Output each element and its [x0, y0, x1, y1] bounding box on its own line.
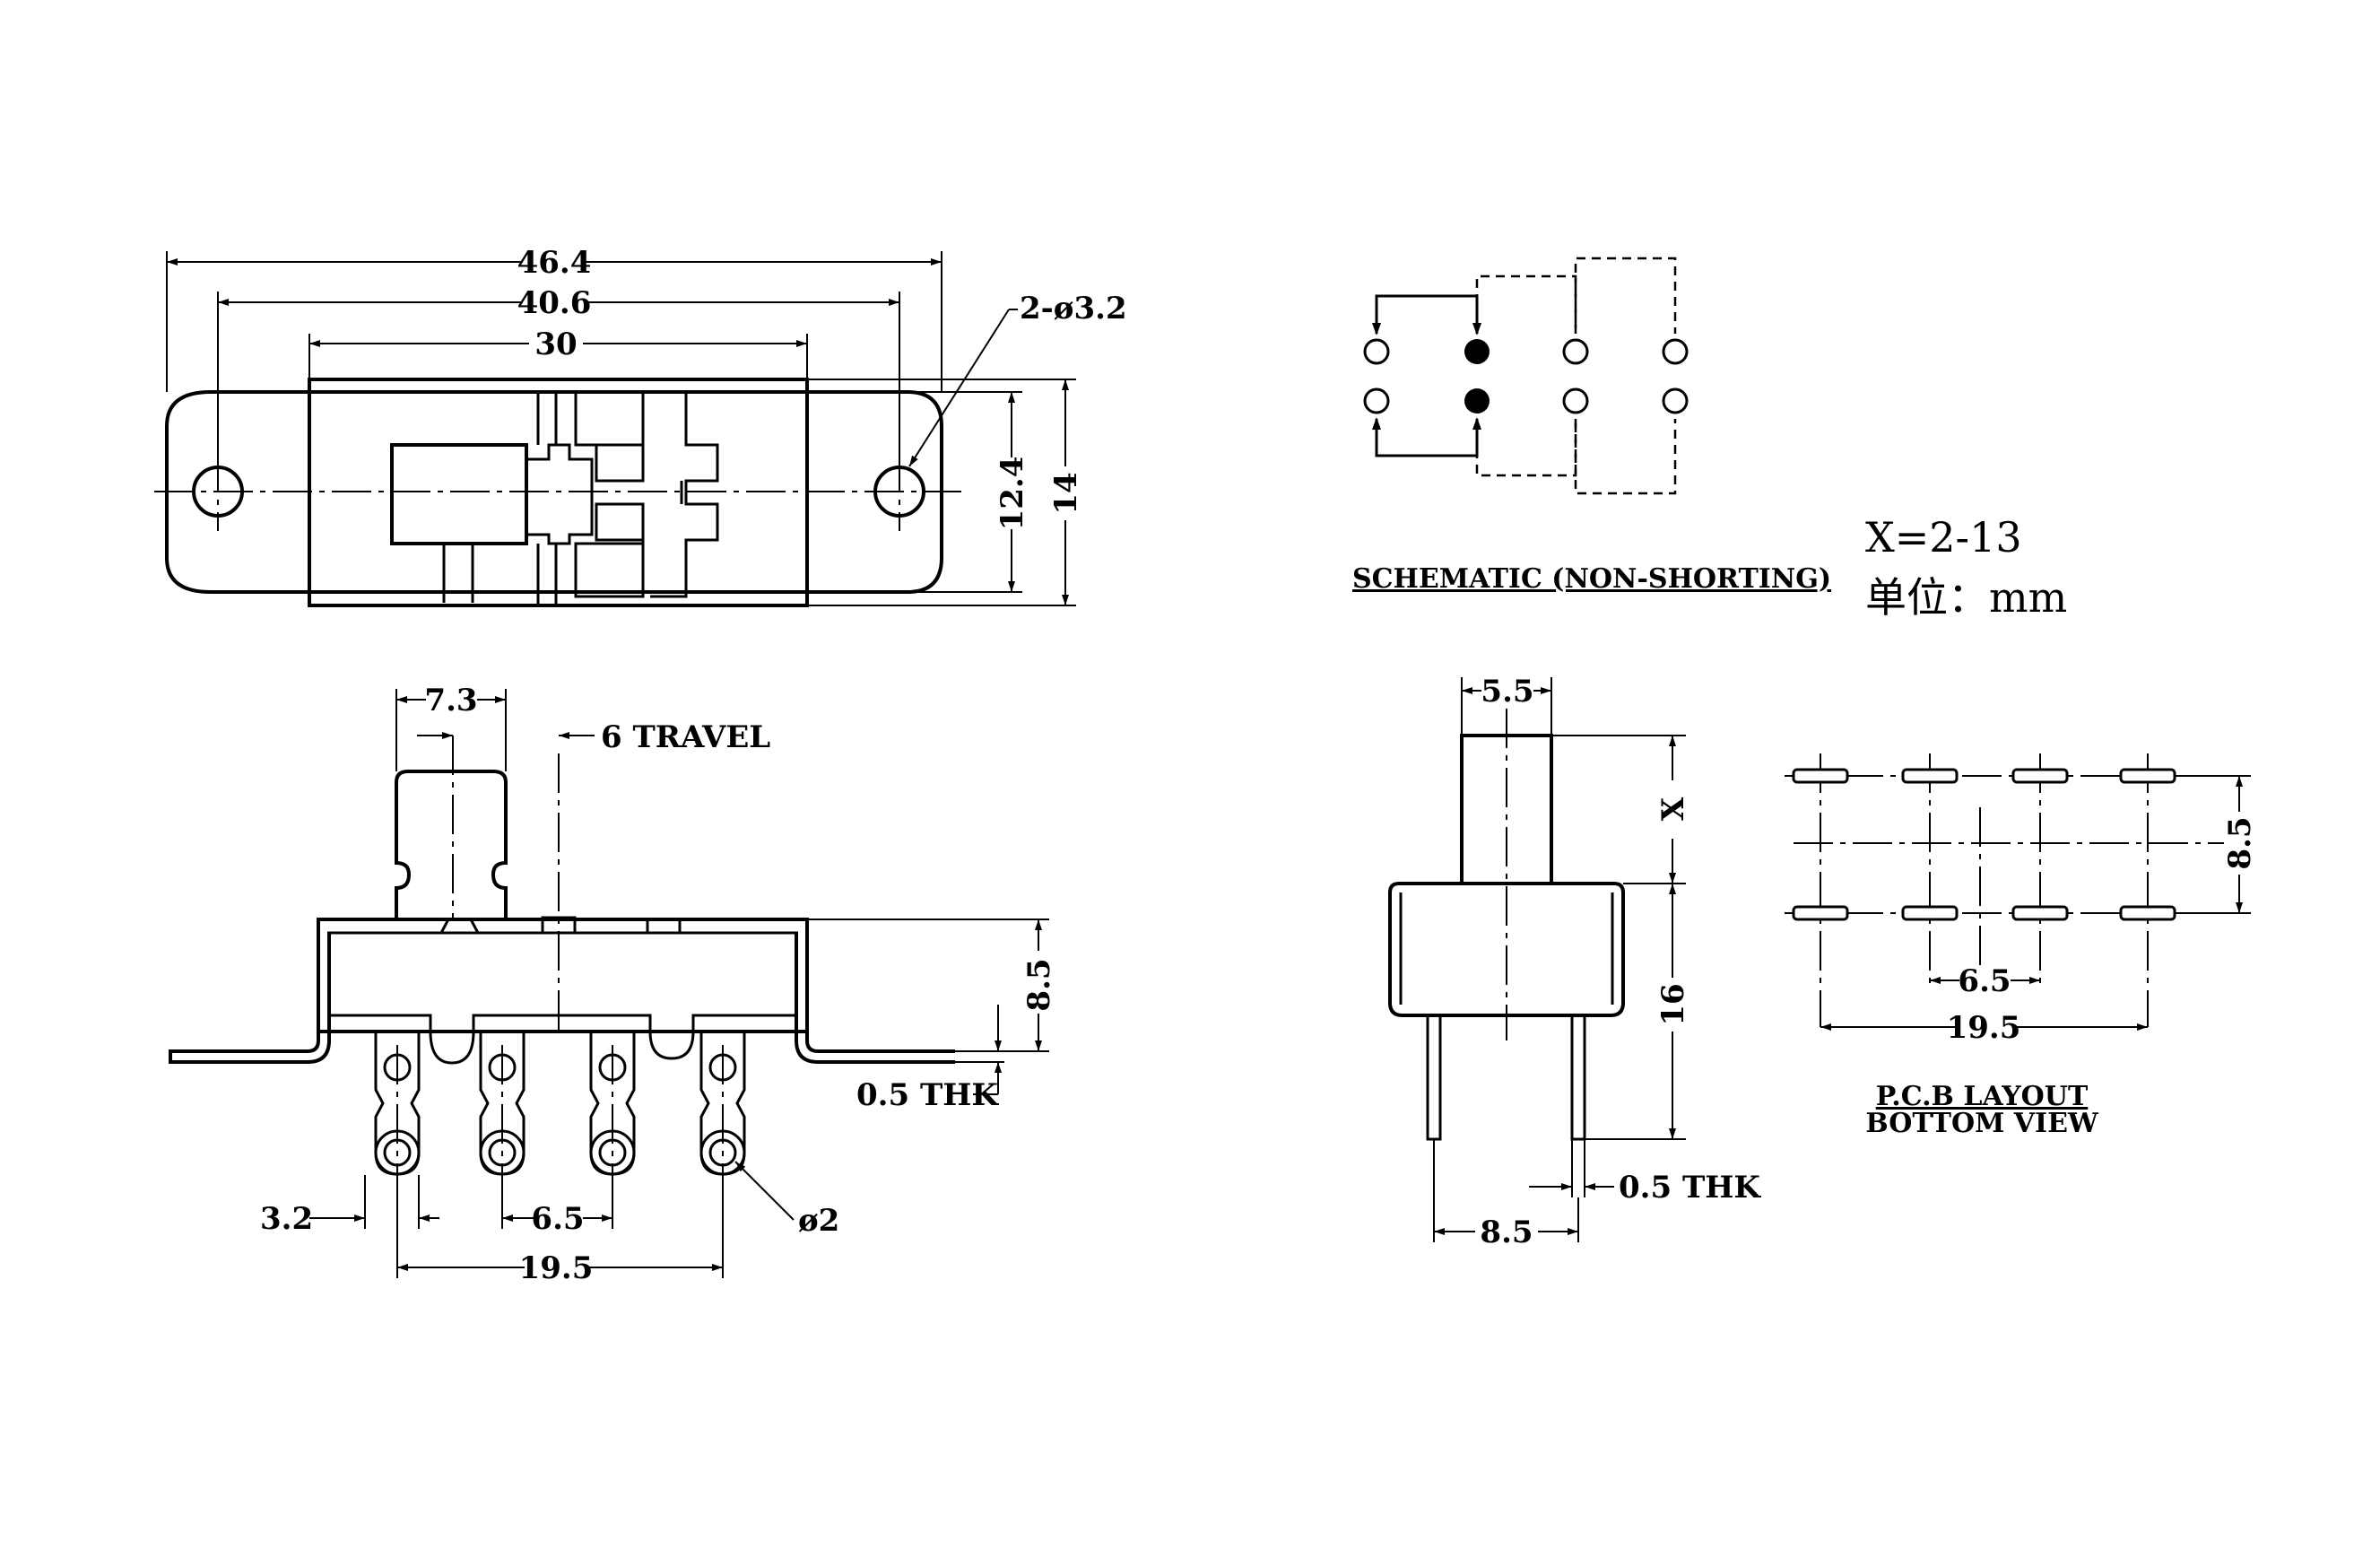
dim-mount-pitch: 40.6 — [517, 285, 592, 321]
dim-inner-height: 12.4 — [995, 457, 1030, 531]
schematic: SCHEMATIC (NON-SHORTING) — [1352, 257, 1831, 595]
dim-outer-height: 14 — [1048, 472, 1084, 514]
front-view: 7.3 6 TRAVEL 8.5 0.5 THK 3.2 6.5 — [169, 683, 1057, 1286]
front-thickness-label: 0.5 THK — [856, 1077, 999, 1113]
slider-internals — [526, 390, 719, 605]
detent-notch-right — [646, 918, 682, 935]
x-range-note: X=2-13 — [1865, 513, 2022, 562]
side-thickness-label: 0.5 THK — [1619, 1170, 1761, 1206]
dim-side-x: X — [1655, 797, 1691, 821]
dim-front-height: 8.5 — [1021, 958, 1057, 1011]
dim-pin-pitch: 6.5 — [531, 1201, 584, 1237]
top-view: 46.4 40.6 30 2-ø3.2 12.4 14 — [154, 245, 1127, 607]
dim-side-pin-span: 8.5 — [1480, 1215, 1533, 1250]
dim-pcb-pitch: 6.5 — [1958, 963, 2011, 999]
pcb-layout: 8.5 6.5 19.5 P.C.B LAYOUT BOTTOM VIEW — [1785, 753, 2258, 1139]
schematic-contact-top — [1375, 294, 1479, 334]
flange-right — [795, 919, 955, 1064]
unit-note: 单位：mm — [1865, 573, 2067, 622]
side-pin-left — [1426, 1014, 1442, 1141]
side-view: 5.5 X 16 0.5 THK 8.5 — [1388, 674, 1761, 1250]
lug-arc-fill — [374, 1152, 746, 1176]
dim-pin-width: 3.2 — [260, 1201, 313, 1237]
bottom-cover-segments — [329, 1014, 796, 1065]
schematic-terminals — [1363, 338, 1689, 414]
travel-label: 6 TRAVEL — [601, 719, 770, 755]
pcb-layout-title: P.C.B LAYOUT — [1876, 1081, 2089, 1112]
dim-pcb-span: 19.5 — [1947, 1010, 2021, 1046]
actuator-knob — [390, 443, 528, 545]
dim-pin-span: 19.5 — [519, 1250, 594, 1286]
pcb-pads — [1792, 768, 2176, 921]
dim-pin-hole: ø2 — [798, 1203, 839, 1239]
dim-actuator-width: 7.3 — [424, 683, 477, 718]
schematic-title: SCHEMATIC (NON-SHORTING) — [1352, 563, 1831, 595]
front-actuator-handle — [395, 770, 508, 919]
schematic-contact-bottom — [1375, 419, 1479, 457]
solder-lugs — [374, 1032, 746, 1176]
side-body — [1388, 882, 1625, 1017]
schematic-alt-position-2 — [1574, 257, 1677, 495]
schematic-alt-position-1 — [1475, 274, 1577, 477]
dim-side-height: 16 — [1655, 983, 1691, 1025]
pcb-layout-subtitle: BOTTOM VIEW — [1865, 1108, 2099, 1139]
dim-hole-callout: 2-ø3.2 — [1020, 291, 1127, 326]
actuator-stem — [442, 544, 474, 603]
dim-body-length: 30 — [534, 326, 577, 362]
side-pin-right — [1570, 1014, 1586, 1141]
dim-overall-length: 46.4 — [517, 245, 592, 281]
actuator-slot — [439, 918, 480, 934]
flange-left — [169, 919, 331, 1064]
dim-pcb-row-spacing: 8.5 — [2222, 816, 2258, 869]
dim-side-actuator-width: 5.5 — [1481, 674, 1533, 710]
